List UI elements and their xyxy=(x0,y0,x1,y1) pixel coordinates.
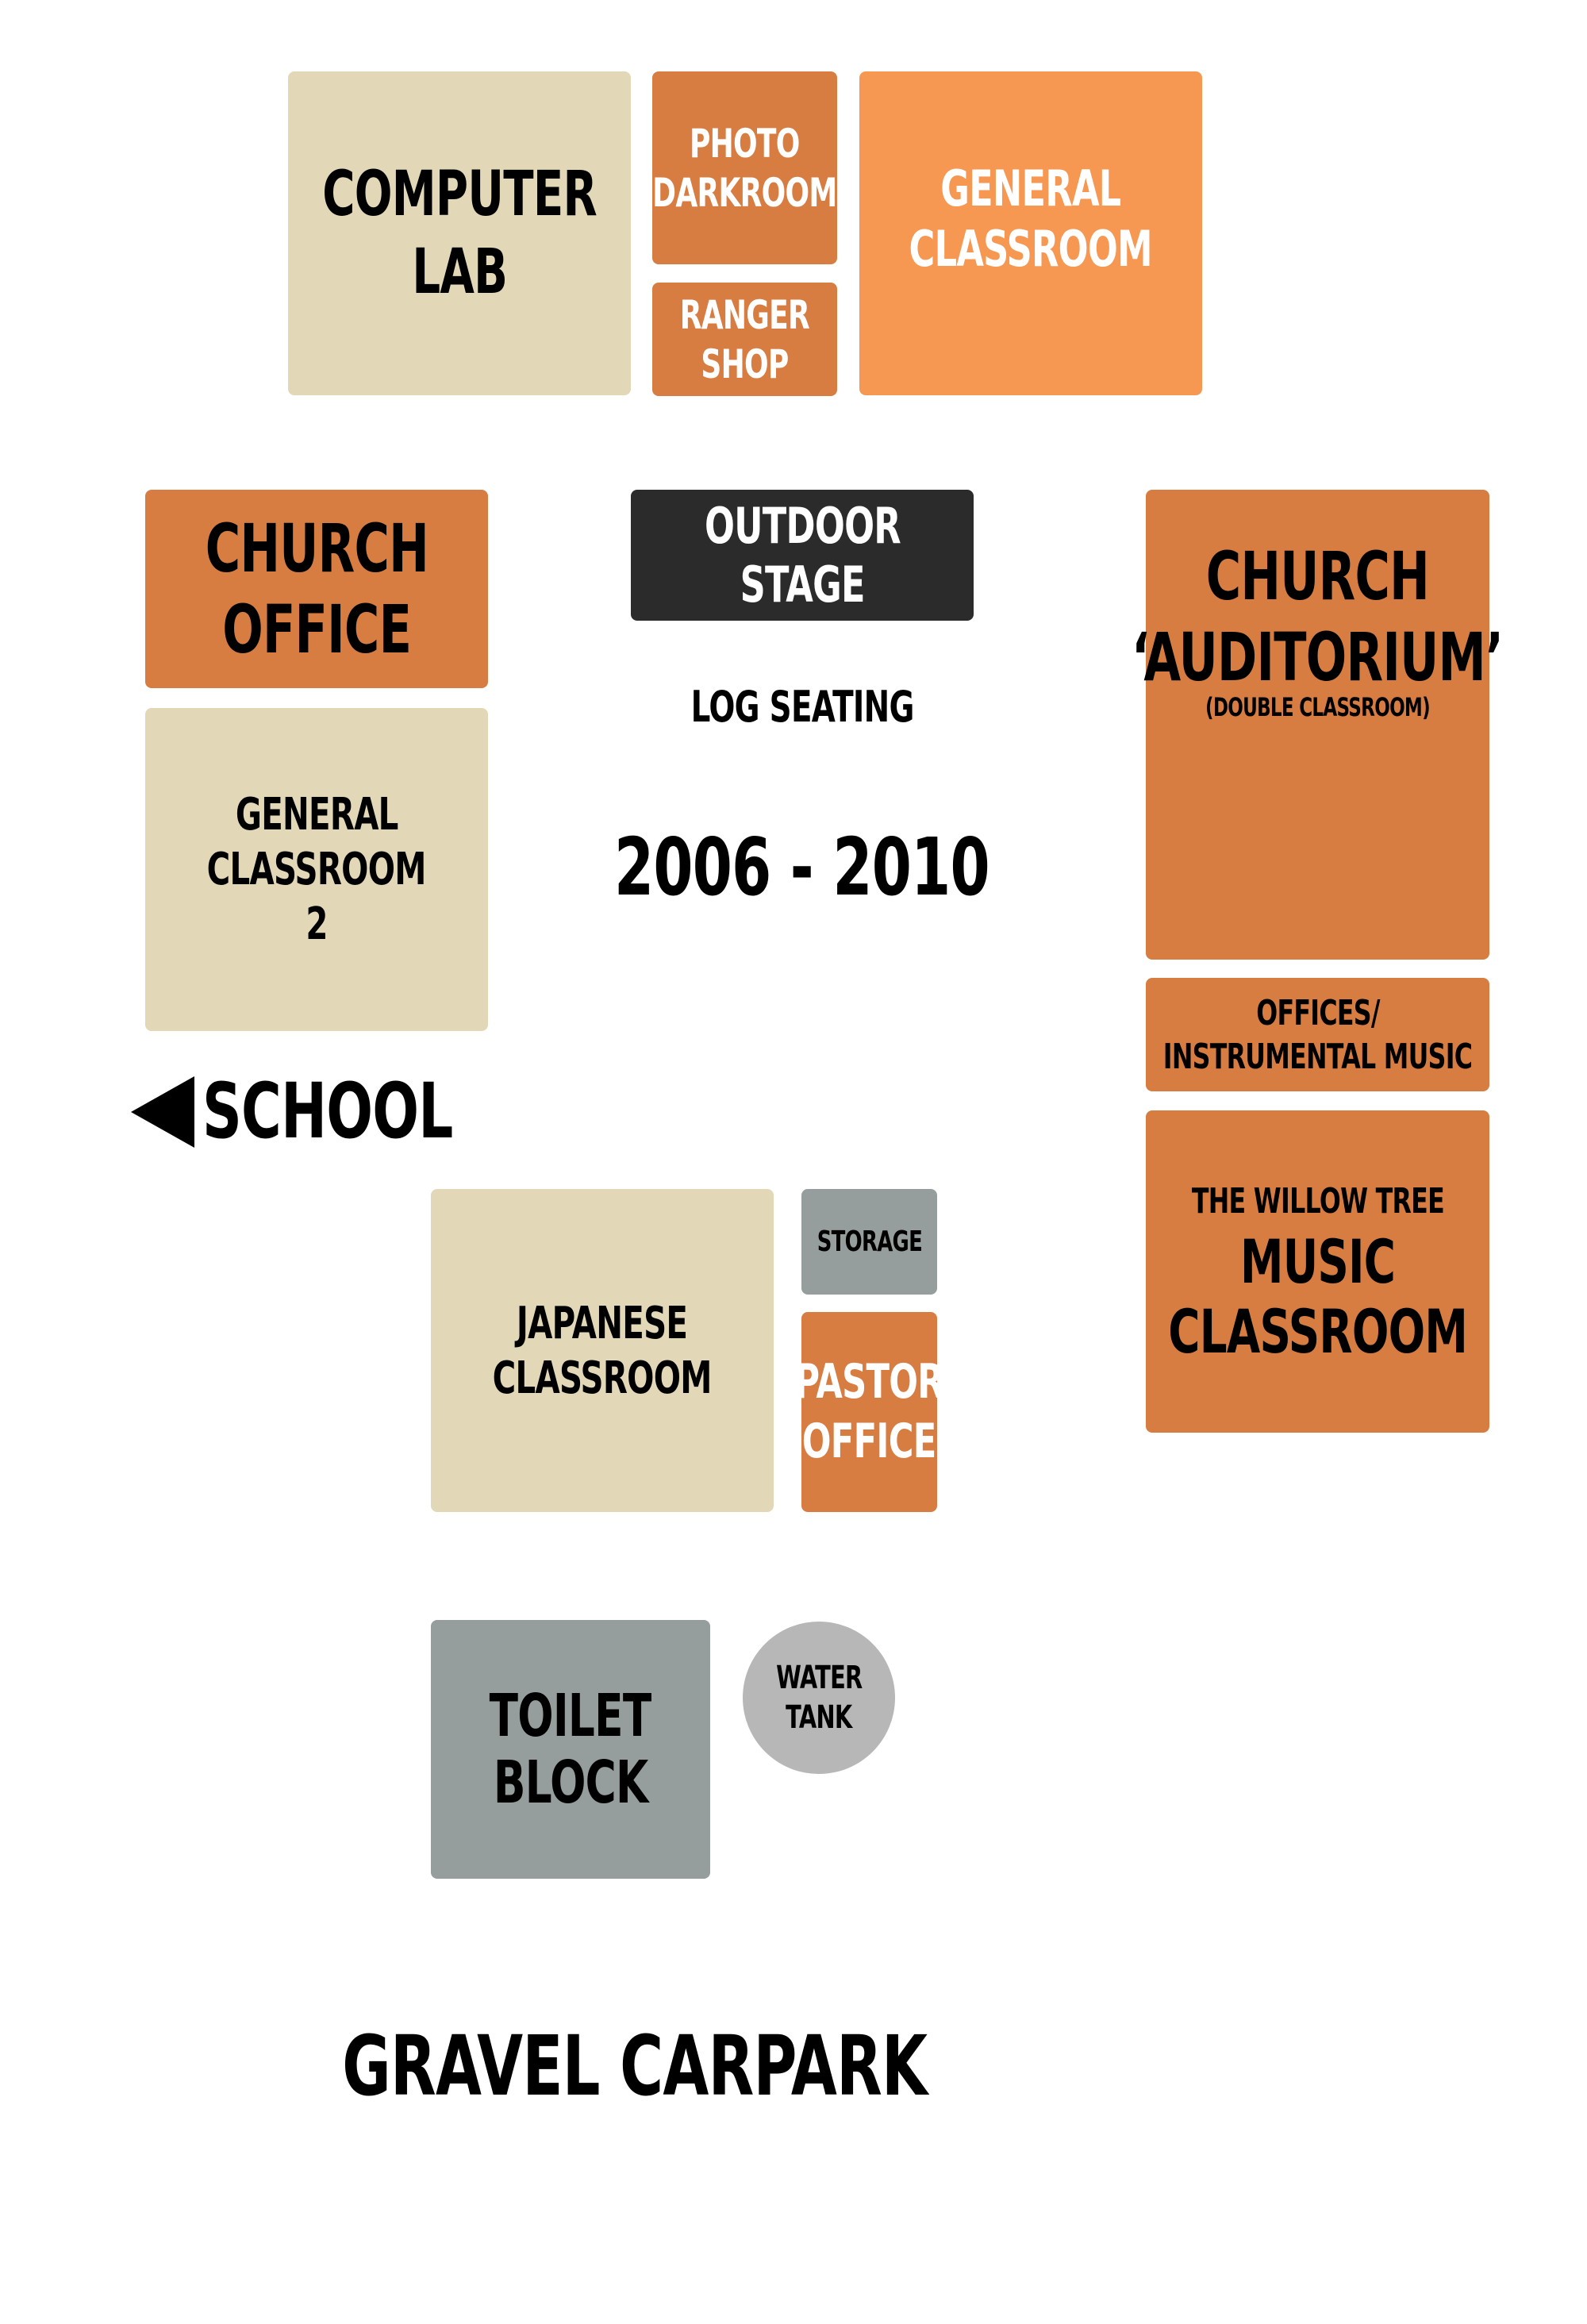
room-ranger-shop-line1: RANGER xyxy=(679,291,810,338)
years-label: 2006 - 2010 xyxy=(613,821,990,914)
water-tank-line2: TANK xyxy=(786,1699,852,1736)
room-storage: STORAGE xyxy=(801,1189,937,1295)
room-photo-darkroom-line1: PHOTO xyxy=(690,120,800,167)
room-japanese-classroom-line2: CLASSROOM xyxy=(492,1352,713,1404)
room-music-classroom: THE WILLOW TREE MUSIC CLASSROOM xyxy=(1146,1110,1489,1433)
room-general-classroom-line1: GENERAL xyxy=(940,160,1121,217)
room-general-classroom-line2: CLASSROOM xyxy=(909,220,1153,278)
room-pastor-office-line2: OFFICE xyxy=(802,1414,936,1469)
room-general-classroom-2-line1: GENERAL xyxy=(235,789,399,841)
room-outdoor-stage-line1: OUTDOOR xyxy=(704,496,901,555)
room-outdoor-stage: OUTDOOR STAGE xyxy=(631,490,974,621)
gravel-carpark-label: GRAVEL CARPARK xyxy=(342,2018,928,2114)
room-japanese-classroom-line1: JAPANESE xyxy=(517,1297,688,1349)
room-ranger-shop: RANGER SHOP xyxy=(652,283,837,396)
room-offices-instrumental-music: OFFICES/ INSTRUMENTAL MUSIC xyxy=(1146,978,1489,1091)
water-tank-line1: WATER xyxy=(775,1660,863,1696)
school-label: SCHOOL xyxy=(202,1067,453,1156)
room-general-classroom-2: GENERAL CLASSROOM 2 xyxy=(145,708,488,1031)
room-church-auditorium-line1: CHURCH xyxy=(1205,537,1430,615)
room-music-classroom-line1: THE WILLOW TREE xyxy=(1191,1181,1444,1222)
room-storage-line1: STORAGE xyxy=(817,1225,922,1258)
room-ranger-shop-line2: SHOP xyxy=(701,341,789,387)
room-toilet-block-line2: BLOCK xyxy=(493,1749,648,1817)
room-church-office-line1: CHURCH xyxy=(205,510,428,587)
room-toilet-block: TOILET BLOCK xyxy=(431,1620,710,1879)
room-general-classroom-2-line3: 2 xyxy=(305,898,328,950)
room-church-office: CHURCH OFFICE xyxy=(145,490,488,688)
room-japanese-classroom: JAPANESE CLASSROOM xyxy=(431,1189,774,1512)
left-arrow-icon xyxy=(131,1076,194,1148)
water-tank: WATER TANK xyxy=(743,1622,895,1774)
room-music-classroom-line2: MUSIC xyxy=(1239,1226,1396,1297)
room-offices-instrumental-music-line2: INSTRUMENTAL MUSIC xyxy=(1162,1036,1473,1077)
room-general-classroom: GENERAL CLASSROOM xyxy=(859,71,1202,395)
room-photo-darkroom-line2: DARKROOM xyxy=(652,169,837,216)
room-photo-darkroom: PHOTO DARKROOM xyxy=(652,71,837,264)
room-church-office-line2: OFFICE xyxy=(222,591,412,668)
room-offices-instrumental-music-line1: OFFICES/ xyxy=(1255,992,1380,1033)
room-computer-lab: COMPUTER LAB xyxy=(288,71,631,395)
room-music-classroom-line3: CLASSROOM xyxy=(1168,1296,1468,1367)
room-general-classroom-2-line2: CLASSROOM xyxy=(206,844,427,895)
room-church-auditorium-line2: ‘AUDITORIUM’ xyxy=(1132,618,1504,696)
room-pastor-office-line1: PASTOR xyxy=(794,1354,944,1410)
room-outdoor-stage-line2: STAGE xyxy=(740,555,865,614)
room-church-auditorium-note: (DOUBLE CLASSROOM) xyxy=(1205,692,1431,722)
room-church-auditorium: CHURCH ‘AUDITORIUM’ (DOUBLE CLASSROOM) xyxy=(1132,490,1504,960)
room-computer-lab-line1: COMPUTER xyxy=(322,159,597,230)
room-computer-lab-line2: LAB xyxy=(412,237,508,308)
room-pastor-office: PASTOR OFFICE xyxy=(795,1312,944,1512)
room-toilet-block-line1: TOILET xyxy=(490,1682,652,1750)
log-seating-label: LOG SEATING xyxy=(690,681,914,732)
